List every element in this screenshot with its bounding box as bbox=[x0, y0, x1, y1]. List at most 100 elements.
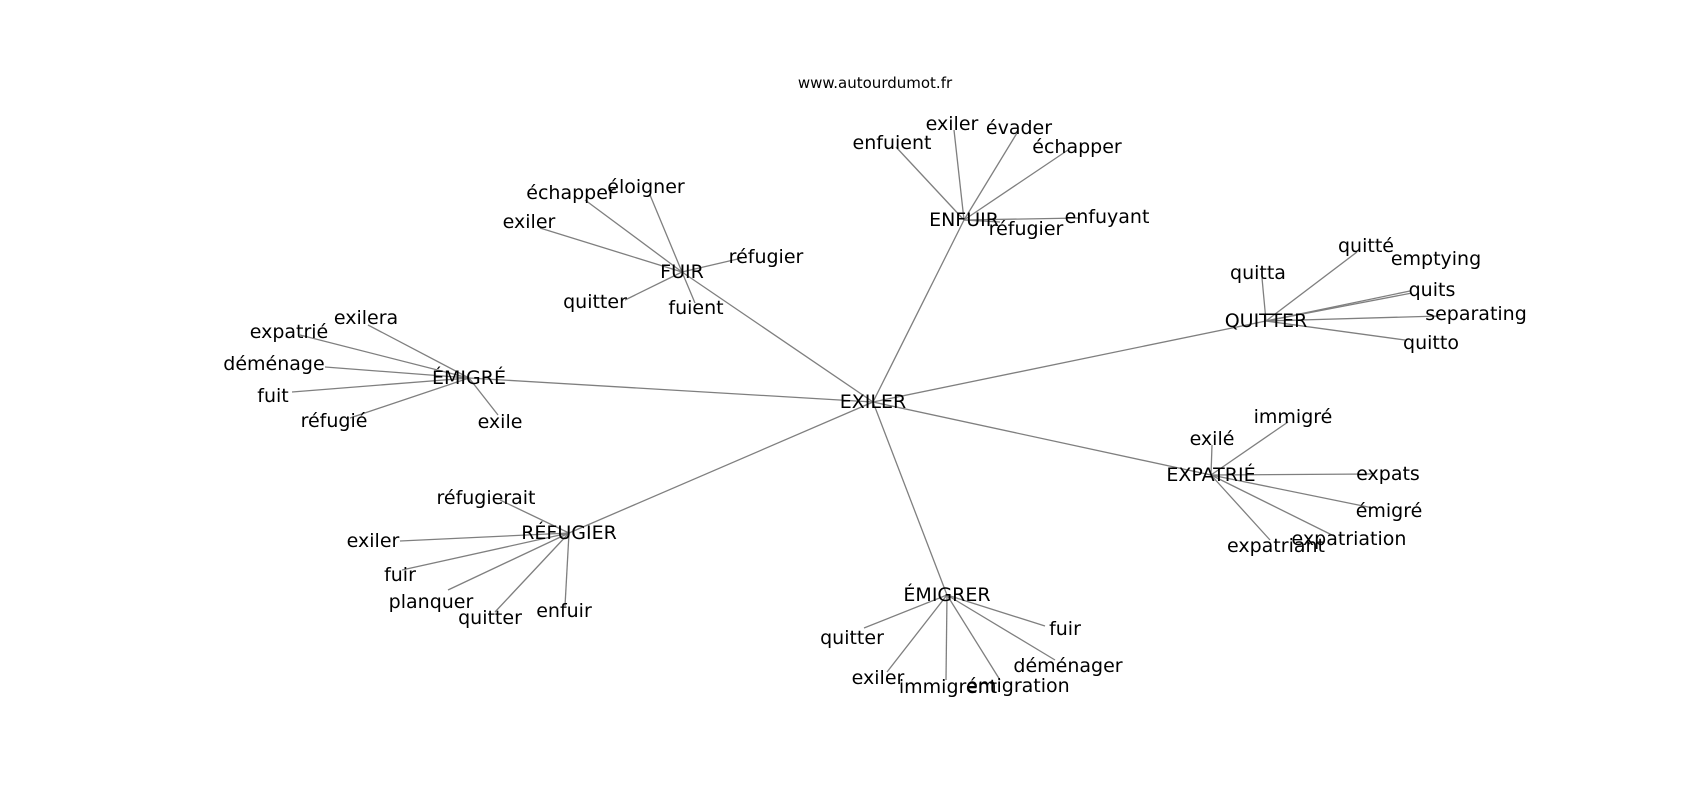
edge-hub-word bbox=[1265, 320, 1406, 341]
leaf-node-label: enfuient bbox=[853, 132, 932, 154]
edge-hub-word bbox=[1210, 421, 1289, 476]
edge-hub-word bbox=[349, 377, 470, 419]
leaf-node-label: réfugier bbox=[729, 246, 804, 268]
edge-hub-word bbox=[1261, 277, 1267, 322]
hub-node-label: ÉMIGRÉ bbox=[432, 366, 506, 389]
edge-hub-word bbox=[291, 377, 470, 393]
edge-root-hub bbox=[568, 401, 874, 534]
leaf-node-label: émigré bbox=[1356, 500, 1423, 522]
leaf-node-label: exilé bbox=[1190, 428, 1235, 450]
edge-root-hub bbox=[681, 271, 874, 403]
leaf-node-label: fuir bbox=[1049, 618, 1081, 640]
edge-hub-word bbox=[1210, 473, 1373, 476]
edge-hub-word bbox=[499, 499, 570, 534]
leaf-node-label: déménage bbox=[223, 353, 324, 375]
leaf-node-label: fuir bbox=[384, 564, 416, 586]
edge-hub-word bbox=[681, 271, 696, 304]
leaf-node-label: enfuir bbox=[536, 600, 592, 622]
hub-node-label: FUIR bbox=[660, 261, 704, 283]
leaf-node-label: quitta bbox=[1230, 262, 1286, 284]
edge-hub-word bbox=[963, 132, 1018, 221]
edge-hub-word bbox=[1265, 315, 1441, 322]
watermark-text: www.autourdumot.fr bbox=[798, 74, 953, 92]
leaf-node-label: enfuyant bbox=[1065, 206, 1150, 228]
edge-root-hub bbox=[872, 219, 965, 403]
leaf-node-label: évader bbox=[986, 117, 1052, 139]
leaf-node-label: réfugierait bbox=[436, 487, 535, 509]
leaf-node-label: émigration bbox=[966, 675, 1069, 697]
hub-node-label: ÉMIGRER bbox=[903, 583, 990, 606]
leaf-node-label: quits bbox=[1409, 279, 1456, 301]
leaf-node-label: déménager bbox=[1013, 655, 1122, 677]
leaf-node-label: fuit bbox=[257, 385, 288, 407]
edge-hub-word bbox=[447, 532, 570, 591]
edge-hub-word bbox=[1265, 251, 1358, 322]
edge-hub-word bbox=[367, 324, 470, 379]
leaf-node-label: expats bbox=[1356, 463, 1420, 485]
edge-hub-word bbox=[624, 271, 683, 301]
edge-hub-word bbox=[895, 146, 965, 221]
leaf-node-label: exiler bbox=[852, 667, 905, 689]
leaf-node-label: immigré bbox=[1254, 406, 1333, 428]
leaf-node-label: quitter bbox=[820, 627, 884, 649]
leaf-node-label: éloigner bbox=[607, 176, 685, 198]
leaf-node-label: exile bbox=[478, 411, 523, 433]
edge-hub-word bbox=[1265, 292, 1413, 322]
edge-hub-word bbox=[963, 217, 1081, 221]
leaf-node-label: exilera bbox=[334, 307, 398, 329]
edge-hub-word bbox=[494, 532, 570, 613]
leaf-node-label: exiler bbox=[926, 113, 979, 135]
edge-hub-word bbox=[1210, 444, 1213, 476]
edge-root-hub bbox=[872, 320, 1267, 403]
leaf-node-label: quitto bbox=[1403, 332, 1459, 354]
leaf-node-label: quitter bbox=[458, 607, 522, 629]
edge-root-hub bbox=[872, 401, 948, 596]
leaf-node-label: exiler bbox=[347, 530, 400, 552]
leaf-node-label: emptying bbox=[1391, 248, 1481, 270]
leaf-node-label: expatriation bbox=[1292, 528, 1407, 550]
graph-edges bbox=[291, 129, 1441, 681]
hub-node-label: RÉFUGIER bbox=[521, 521, 617, 544]
edge-hub-word bbox=[649, 194, 683, 273]
edge-hub-word bbox=[886, 594, 948, 673]
edge-hub-word bbox=[946, 594, 1001, 681]
edge-root-hub bbox=[468, 377, 874, 403]
edge-hub-word bbox=[963, 149, 1069, 221]
edge-hub-word bbox=[863, 594, 948, 629]
leaf-node-label: exiler bbox=[503, 211, 556, 233]
edge-hub-word bbox=[953, 129, 965, 221]
edge-hub-word bbox=[1210, 474, 1374, 509]
leaf-node-label: planquer bbox=[389, 591, 474, 613]
root-node-label: EXILER bbox=[840, 391, 906, 413]
hub-node-label: QUITTER bbox=[1225, 310, 1308, 332]
leaf-node-label: échapper bbox=[1032, 136, 1122, 158]
leaf-node-label: expatrié bbox=[250, 321, 329, 343]
edge-hub-word bbox=[1210, 474, 1335, 537]
hub-node-label: EXPATRIÉ bbox=[1166, 463, 1255, 486]
hub-node-label: ENFUIR bbox=[929, 209, 999, 231]
edge-hub-word bbox=[946, 594, 1056, 661]
edge-root-hub bbox=[872, 401, 1212, 476]
leaf-node-label: quitté bbox=[1338, 235, 1394, 257]
leaf-node-label: réfugié bbox=[301, 410, 368, 432]
edge-hub-word bbox=[945, 594, 948, 681]
edge-hub-word bbox=[324, 366, 470, 379]
edge-hub-word bbox=[681, 257, 743, 273]
edge-hub-word bbox=[539, 227, 683, 273]
edge-hub-word bbox=[564, 532, 570, 607]
leaf-node-label: expatriant bbox=[1227, 535, 1325, 557]
graph-labels: EXILERFUIRéchapperéloignerexilerréfugier… bbox=[223, 113, 1526, 698]
edge-hub-word bbox=[584, 199, 683, 273]
edge-hub-word bbox=[399, 532, 570, 542]
leaf-node-label: immigrent bbox=[899, 676, 997, 698]
leaf-node-label: separating bbox=[1425, 303, 1527, 325]
edge-hub-word bbox=[468, 377, 499, 416]
leaf-node-label: quitter bbox=[563, 291, 627, 313]
edge-hub-word bbox=[1210, 474, 1271, 541]
edge-hub-word bbox=[946, 594, 1046, 627]
leaf-node-label: fuient bbox=[668, 297, 723, 319]
leaf-node-label: échapper bbox=[526, 182, 616, 204]
leaf-node-label: réfugier bbox=[989, 218, 1064, 240]
edge-hub-word bbox=[401, 532, 570, 571]
